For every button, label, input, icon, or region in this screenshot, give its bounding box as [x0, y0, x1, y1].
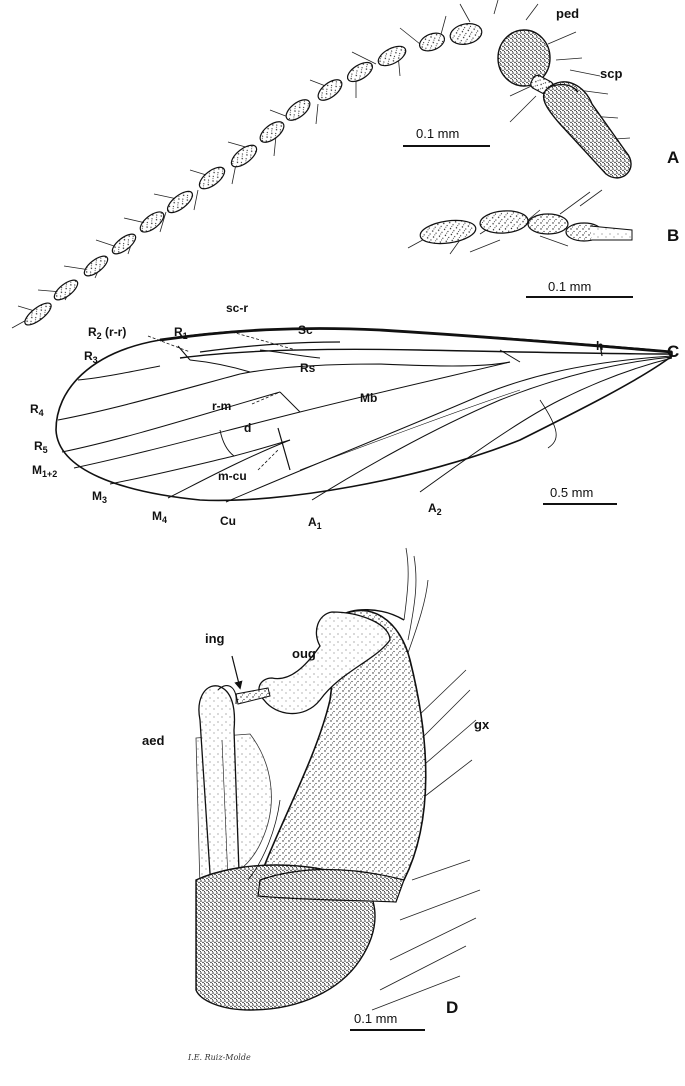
vein-label-sc-r: sc-r: [226, 301, 248, 315]
antenna-flagellomeres: [24, 23, 483, 326]
gonocoxite-setae: [371, 547, 481, 1011]
panel-label-d: D: [446, 998, 458, 1017]
vein-label-r2: R2 (r-r): [88, 325, 126, 341]
vein-label-mb: Mb: [360, 391, 377, 405]
flagellum-drawing: [407, 189, 633, 255]
outer-gonostylus-label: oug: [292, 646, 316, 661]
vein-label-m3: M3: [92, 489, 107, 505]
antenna-pedicel: [497, 29, 551, 87]
genitalia-drawing: [195, 547, 481, 1011]
vein-label-cu: Cu: [220, 514, 236, 528]
scale-bar-b: 0.1 mm: [526, 279, 633, 298]
wing-drawing: [55, 327, 673, 503]
scape-label: scp: [600, 66, 622, 81]
pedicel-label: ped: [556, 6, 579, 21]
vein-label-rs: Rs: [300, 361, 316, 375]
inner-gonostylus: [235, 687, 271, 705]
vein-label-m4: M4: [152, 509, 167, 525]
inner-gonostylus-label: ing: [205, 631, 225, 646]
scale-bar-c: 0.5 mm: [543, 485, 617, 505]
vein-label-m12: M1+2: [32, 463, 57, 479]
outer-gonostylus: [258, 611, 391, 715]
scale-bar-d-label: 0.1 mm: [354, 1011, 397, 1026]
scale-bar-b-label: 0.1 mm: [548, 279, 591, 294]
scale-bar-d: 0.1 mm: [350, 1011, 425, 1031]
vein-label-d: d: [244, 421, 251, 435]
vein-label-r5: R5: [34, 439, 48, 455]
vein-label-h: h: [596, 339, 603, 353]
panel-label-c: C: [667, 342, 679, 361]
panel-label-b: B: [667, 226, 679, 245]
wing-vein-labels: R2 (r-r) R1 sc-r Sc R3 Rs R4 r-m Mb h R5…: [30, 301, 603, 531]
panel-label-a: A: [667, 148, 679, 167]
vein-label-sc: Sc: [298, 323, 313, 337]
vein-label-m-cu: m-cu: [218, 469, 247, 483]
antenna-scape: [542, 81, 632, 179]
artist-signature: I.E. Ruiz-Molde: [187, 1053, 251, 1062]
scale-bar-c-label: 0.5 mm: [550, 485, 593, 500]
genitalia-lower-body: [195, 864, 376, 1011]
vein-label-r-m: r-m: [212, 399, 231, 413]
antenna-drawing: [11, 0, 632, 329]
gonocoxite-label: gx: [474, 717, 490, 732]
scale-bar-a-label: 0.1 mm: [416, 126, 459, 141]
aedeagus-label: aed: [142, 733, 164, 748]
vein-label-r3: R3: [84, 349, 98, 365]
vein-label-r1: R1: [174, 325, 188, 341]
vein-label-r4: R4: [30, 402, 44, 418]
vein-label-a2: A2: [428, 501, 442, 517]
wing-outline: [55, 327, 673, 502]
aedeagus: [198, 685, 241, 905]
vein-label-a1: A1: [308, 515, 322, 531]
scale-bar-a: 0.1 mm: [403, 126, 490, 147]
